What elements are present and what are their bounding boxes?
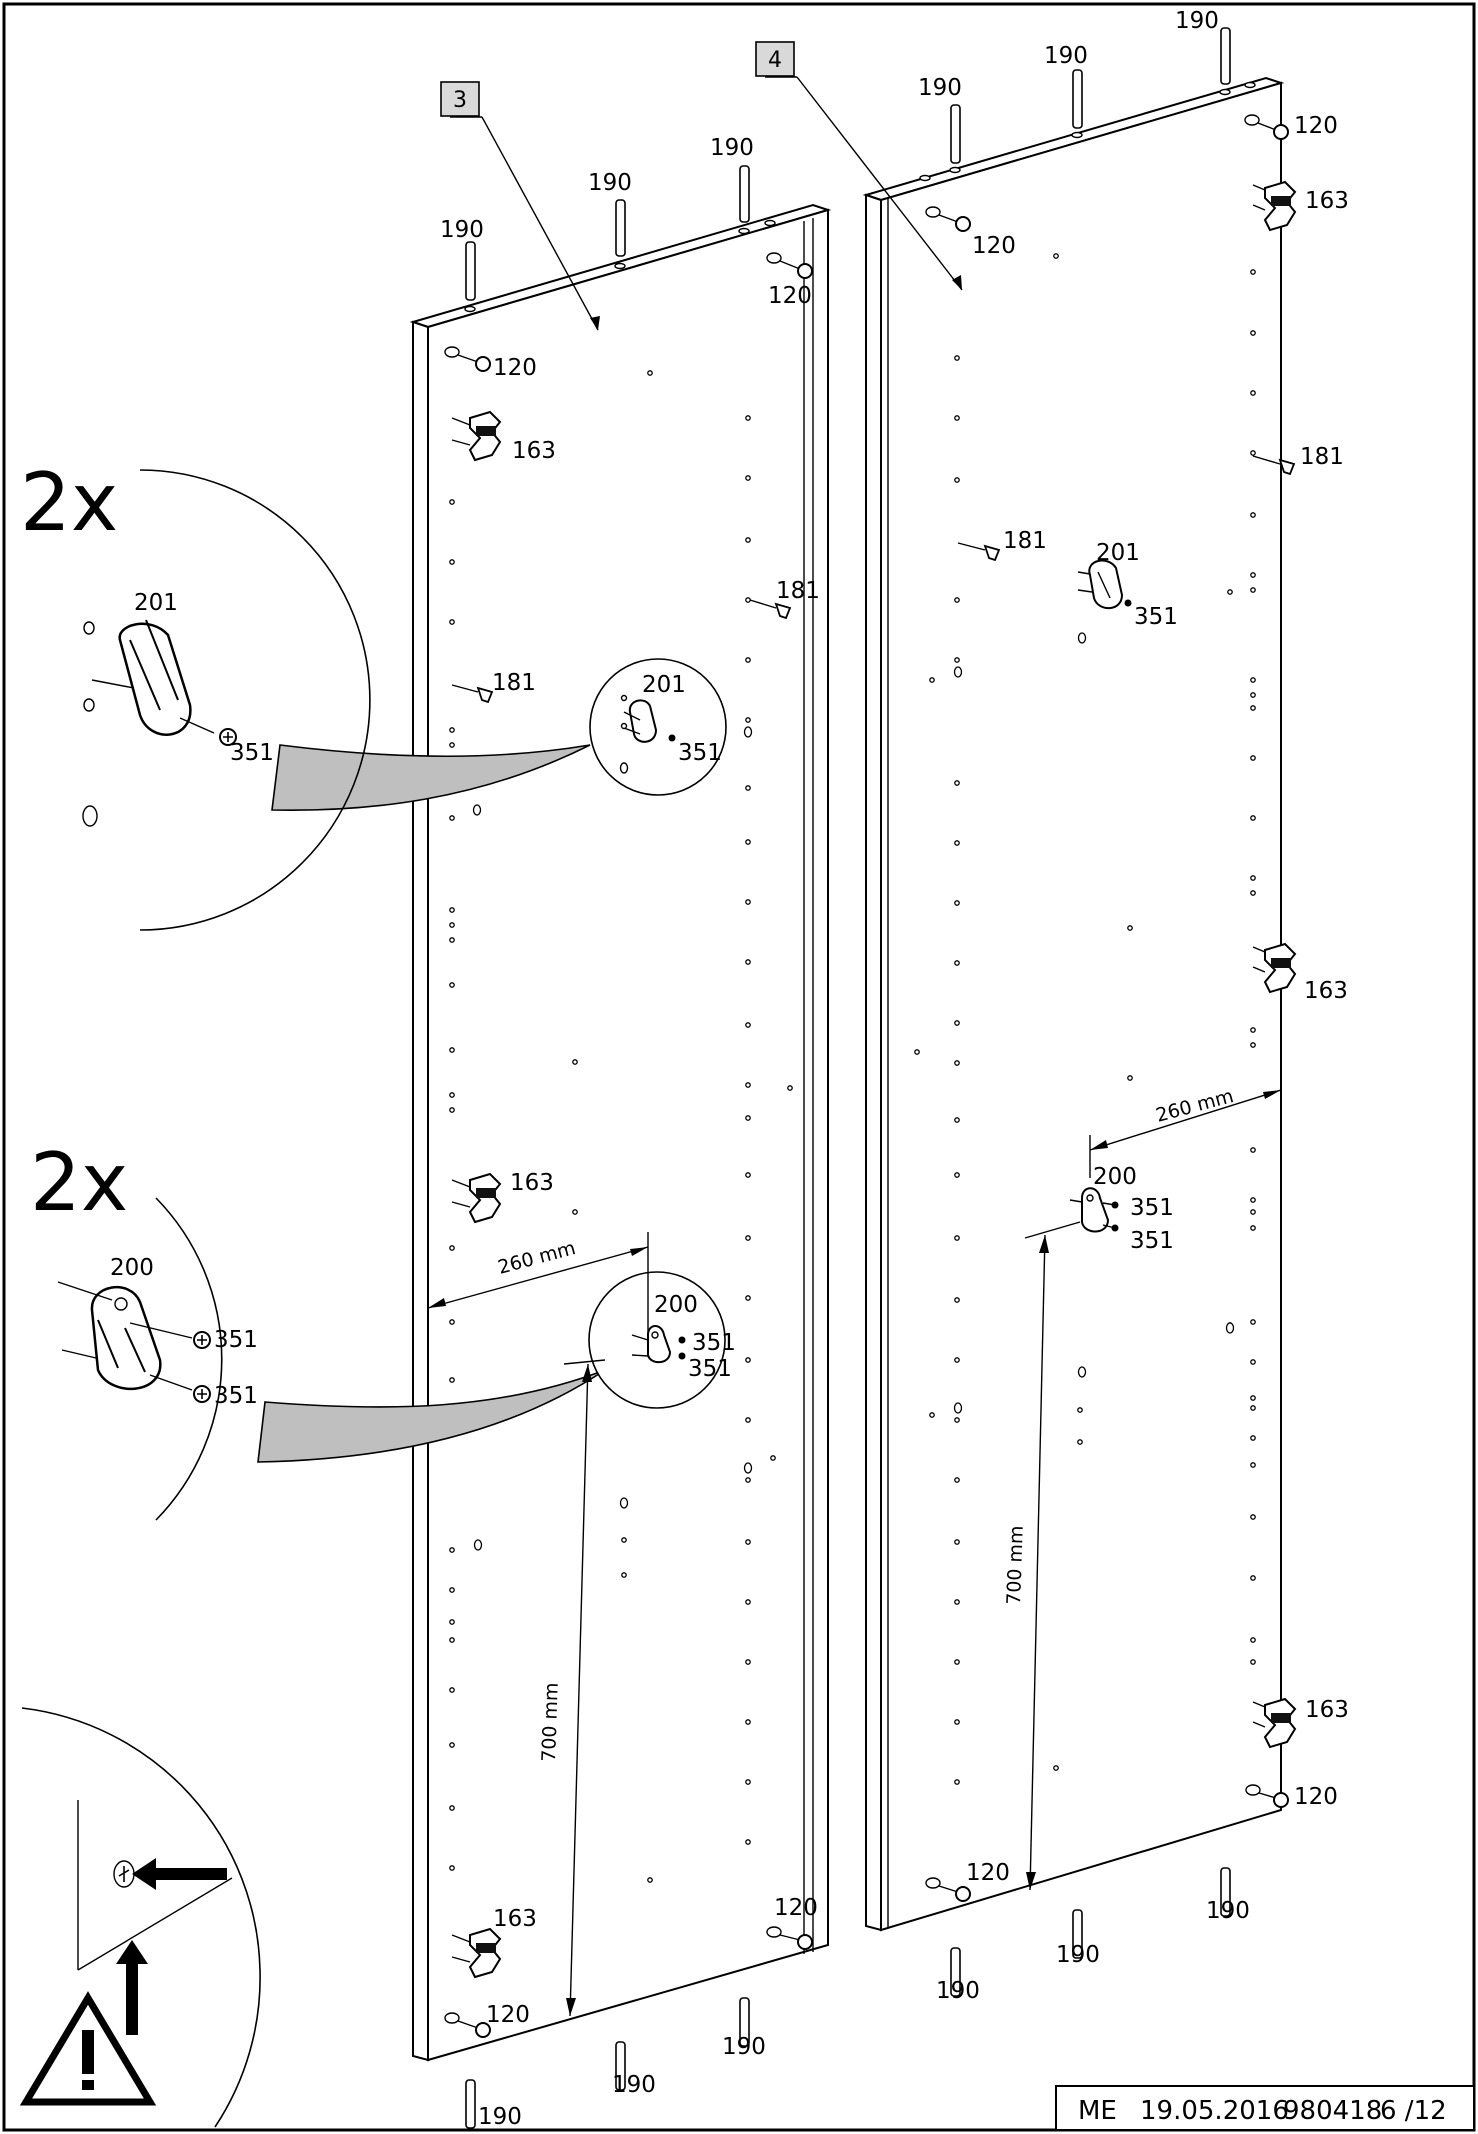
- hinge-icon: [451, 410, 502, 462]
- rail-bracket-201-icon: [1077, 559, 1132, 610]
- hinge-icon: [451, 1927, 502, 1979]
- rail-bracket-label: 201: [134, 590, 178, 616]
- panel-tag-3: 3: [453, 88, 467, 113]
- footer-code: ME: [1078, 2096, 1117, 2126]
- dimension-label-700: 700 mm: [1003, 1525, 1028, 1605]
- shelf-pin-label: 181: [1003, 528, 1047, 554]
- dowel-label: 190: [1206, 1898, 1250, 1924]
- footer-article: 980418: [1283, 2096, 1382, 2126]
- panel-3: 3: [409, 81, 832, 2129]
- cam-label: 120: [493, 355, 537, 381]
- dowel-label: 190: [1056, 1942, 1100, 1968]
- zoom-callout-200: [257, 1271, 726, 1463]
- dowel-label: 190: [612, 2072, 656, 2098]
- shelf-pin-label: 181: [1300, 444, 1344, 470]
- rail-bracket-label: 200: [1093, 1164, 1137, 1190]
- dowel-label: 190: [936, 1978, 980, 2004]
- cam-label: 120: [972, 233, 1016, 259]
- screw-label: 351: [1134, 604, 1178, 630]
- footer-date: 19.05.2016: [1140, 2096, 1289, 2126]
- rail-bracket-label: 201: [1096, 540, 1140, 566]
- rail-bracket-200-icon: [1024, 1187, 1119, 1239]
- arrow-up-icon: [116, 1940, 148, 2035]
- screw-label: 351: [692, 1330, 736, 1356]
- dimension-label-700: 700 mm: [538, 1682, 563, 1762]
- dowel-label: 190: [918, 75, 962, 101]
- hinge-label: 163: [1305, 1697, 1349, 1723]
- panel-tag-4: 4: [768, 48, 782, 73]
- dowel-label: 190: [1044, 43, 1088, 69]
- hinge-icon: [451, 1172, 502, 1224]
- hinge-icon: [1252, 180, 1297, 232]
- cam-label: 120: [486, 2002, 530, 2028]
- arrow-left-icon: [132, 1858, 227, 1890]
- rail-bracket-label: 200: [654, 1292, 698, 1318]
- hinge-label: 163: [1304, 978, 1348, 1004]
- screw-label: 351: [1130, 1195, 1174, 1221]
- dowel-label: 190: [710, 135, 754, 161]
- dowel-label: 190: [1175, 8, 1219, 34]
- footer-box: ME 19.05.2016 980418 6 /12: [1055, 2085, 1475, 2131]
- screw-label: 351: [230, 740, 274, 766]
- detail-circle-201: [82, 469, 371, 931]
- screw-label: 351: [214, 1327, 258, 1353]
- hinge-icon: [1252, 1697, 1297, 1749]
- screw-label: 351: [1130, 1228, 1174, 1254]
- hinge-label: 163: [510, 1170, 554, 1196]
- dowel-label: 190: [478, 2104, 522, 2130]
- cam-label: 120: [774, 1895, 818, 1921]
- hinge-label: 163: [493, 1906, 537, 1932]
- rail-bracket-label: 201: [642, 672, 686, 698]
- cam-label: 120: [1294, 113, 1338, 139]
- dowel-label: 190: [722, 2034, 766, 2060]
- screw-label: 351: [214, 1383, 258, 1409]
- hinge-label: 163: [1305, 188, 1349, 214]
- cam-label: 120: [768, 283, 812, 309]
- dimension-700-left: 700 mm: [538, 1359, 606, 2017]
- zoom-callout-201: [271, 658, 727, 811]
- warning-triangle-icon: [19, 1991, 157, 2106]
- screw-label: 351: [688, 1356, 732, 1382]
- panel-4: 4: [755, 27, 1297, 1997]
- shelf-pin-label: 181: [776, 578, 820, 604]
- cam-label: 120: [1294, 1784, 1338, 1810]
- quantity-label: 2x: [20, 456, 118, 549]
- detail-circle-200: [57, 1197, 223, 1521]
- rail-bracket-label: 200: [110, 1255, 154, 1281]
- dimension-700-right: 700 mm: [1003, 1234, 1049, 1891]
- dowel-label: 190: [440, 217, 484, 243]
- screw-label: 351: [678, 740, 722, 766]
- hinge-icon: [1252, 942, 1297, 994]
- shelf-pin-label: 181: [492, 670, 536, 696]
- warning-detail: [19, 1707, 261, 2128]
- dowel-label: 190: [588, 170, 632, 196]
- quantity-label: 2x: [30, 1136, 128, 1229]
- cam-label: 120: [966, 1860, 1010, 1886]
- hinge-label: 163: [512, 438, 556, 464]
- footer-page: 6 /12: [1380, 2096, 1447, 2126]
